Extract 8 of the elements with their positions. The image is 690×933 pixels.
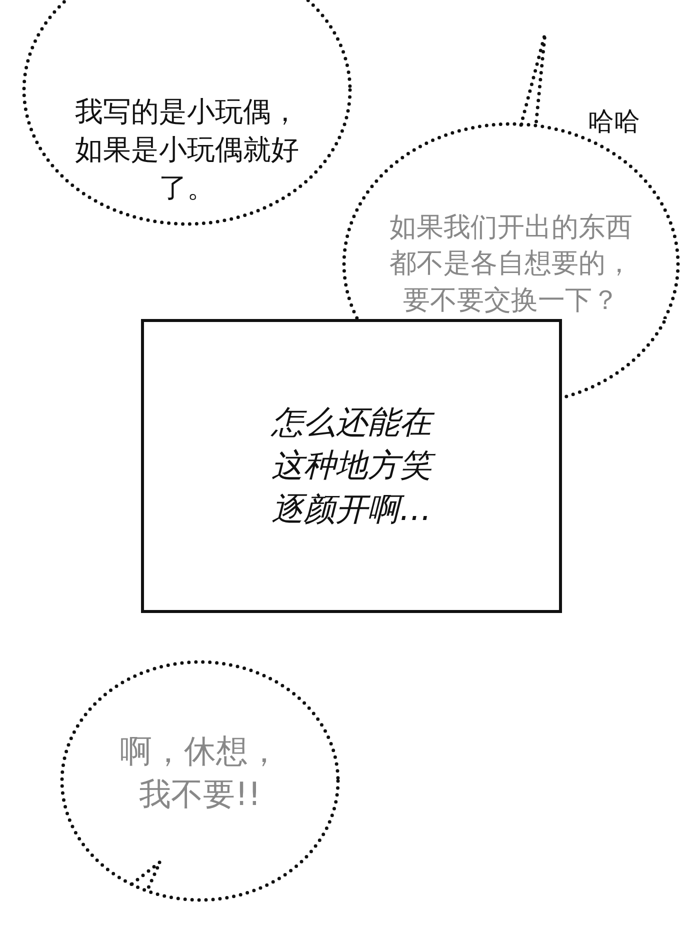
speech-bubble [22, 0, 352, 226]
speech-text: 如果我们开出的东西都不是各自想要的，要不要交换一下？ [388, 210, 634, 318]
speech-text: 啊，休想，我不要!! [119, 730, 281, 815]
caption-box [141, 319, 562, 613]
sound-effect-text: 哈哈 [588, 106, 640, 139]
caption-text: 怎么还能在这种地方笑逐颜开啊… [266, 401, 438, 531]
speech-bubble [60, 660, 340, 902]
speech-text: 我写的是小玩偶，如果是小玩偶就好了。 [74, 94, 300, 206]
